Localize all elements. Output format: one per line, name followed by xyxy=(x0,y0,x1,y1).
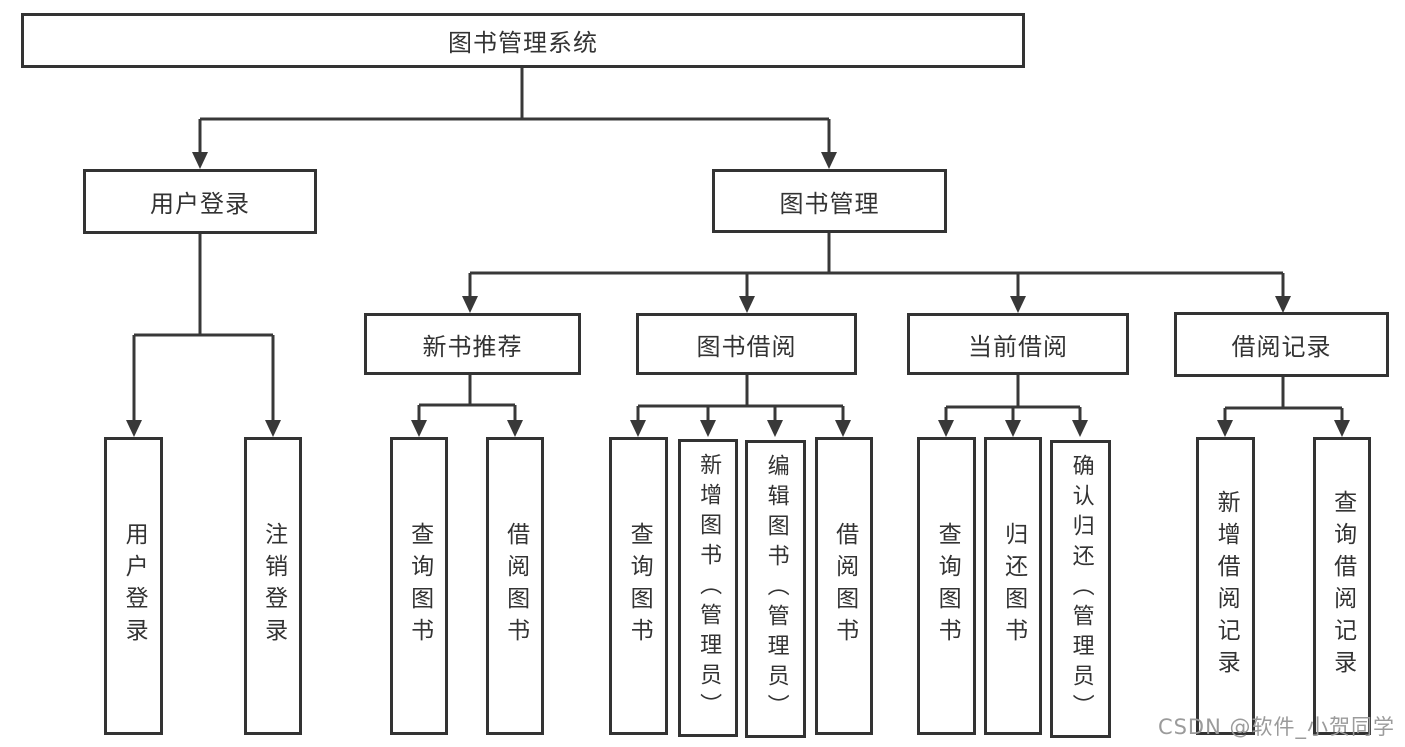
node-library-management-system: 图书管理系统 xyxy=(21,13,1025,68)
node-leaf-edit-book-admin: 编辑图书（管理员） xyxy=(745,440,806,738)
node-leaf-return-book: 归还图书 xyxy=(984,437,1042,735)
node-leaf-user-login: 用户登录 xyxy=(104,437,163,735)
node-leaf-borrow-book: 借阅图书 xyxy=(815,437,873,735)
watermark: CSDN @软件_小贺同学 xyxy=(1157,715,1395,739)
node-leaf-confirm-return-admin: 确认归还（管理员） xyxy=(1050,440,1111,738)
node-borrow-records: 借阅记录 xyxy=(1174,312,1389,377)
node-new-book-recommend: 新书推荐 xyxy=(364,313,581,375)
node-leaf-borrow-book-recommend: 借阅图书 xyxy=(486,437,544,735)
node-book-management: 图书管理 xyxy=(712,169,947,233)
node-leaf-logout: 注销登录 xyxy=(244,437,302,735)
node-leaf-query-book-recommend: 查询图书 xyxy=(390,437,448,735)
node-leaf-query-book-current: 查询图书 xyxy=(917,437,976,735)
node-leaf-query-borrow-record: 查询借阅记录 xyxy=(1313,437,1371,735)
node-leaf-query-book-borrow: 查询图书 xyxy=(609,437,668,735)
node-leaf-add-book-admin: 新增图书（管理员） xyxy=(678,439,738,737)
node-book-borrow: 图书借阅 xyxy=(636,313,857,375)
node-current-borrow: 当前借阅 xyxy=(907,313,1129,375)
node-user-login: 用户登录 xyxy=(83,169,317,234)
node-leaf-add-borrow-record: 新增借阅记录 xyxy=(1196,437,1255,735)
